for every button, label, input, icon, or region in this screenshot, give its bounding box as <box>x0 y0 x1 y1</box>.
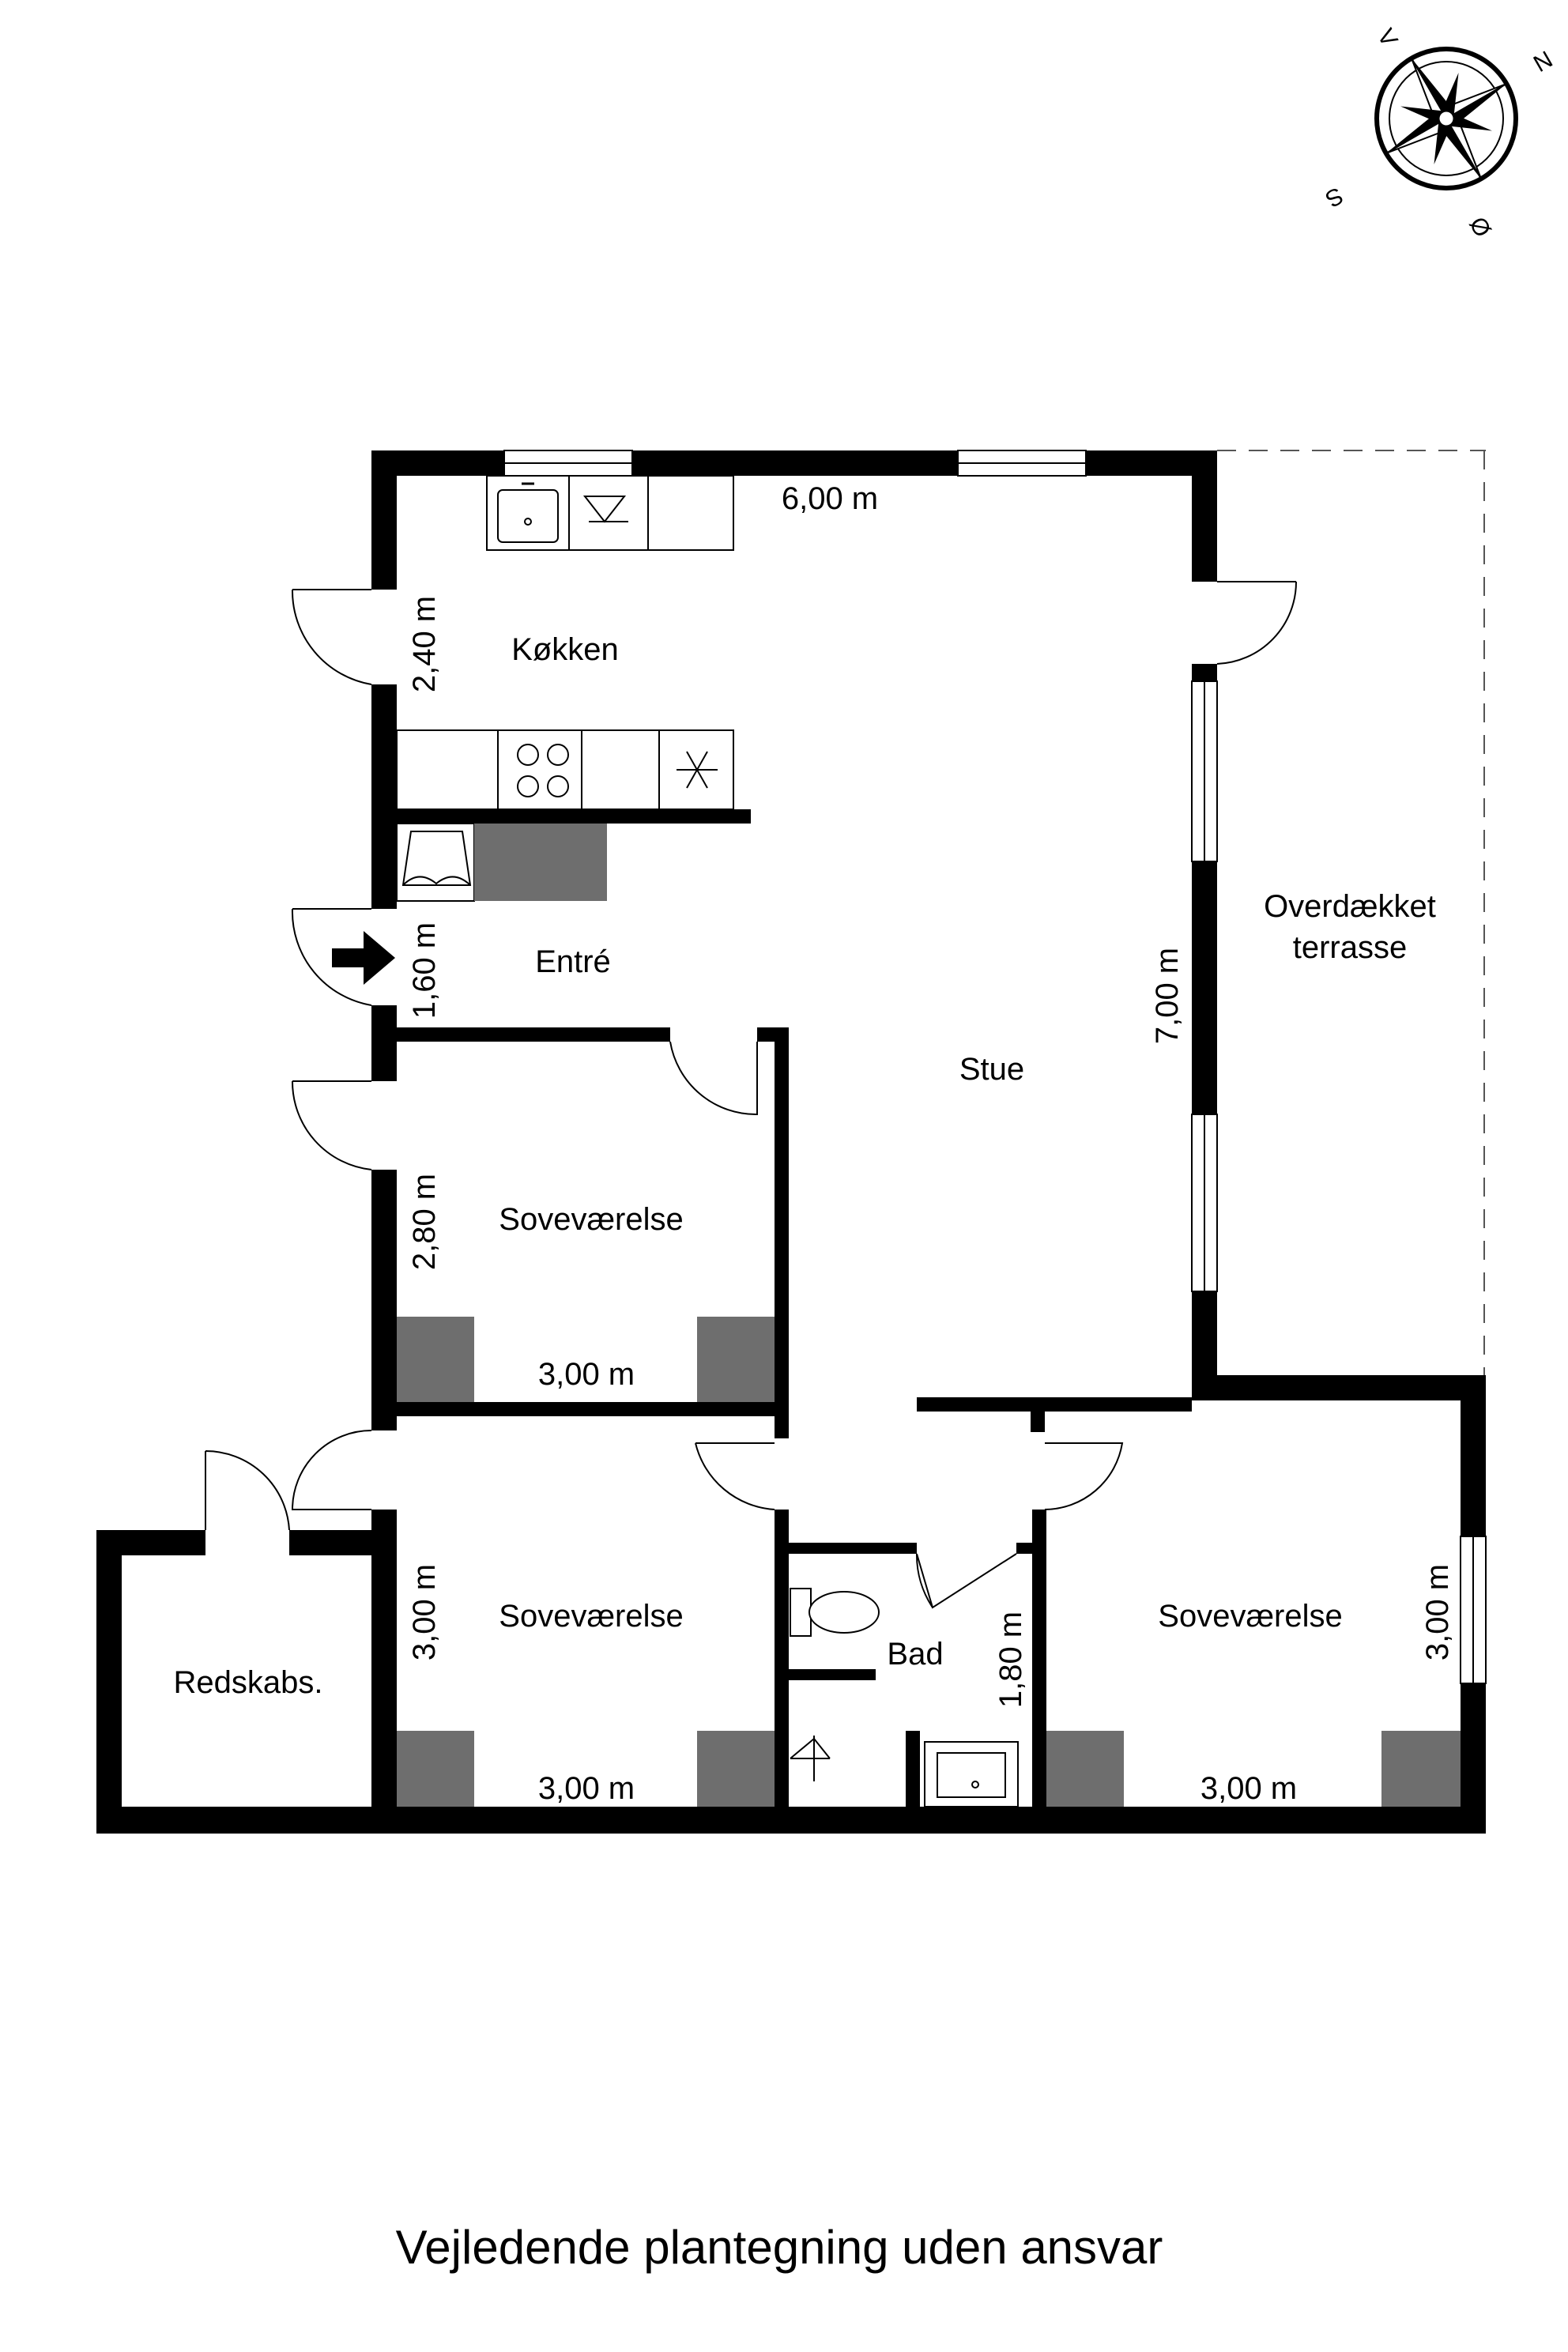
shower-icon <box>790 1736 831 1781</box>
dishwasher-icon <box>582 496 628 523</box>
dimension-bedroom2-width: 3,00 m <box>538 1771 635 1806</box>
bath-fixtures <box>790 1588 1019 1807</box>
room-label-bath: Bad <box>887 1637 943 1672</box>
sink-icon <box>497 482 559 543</box>
doors <box>205 581 1297 1609</box>
compass-south: S <box>1321 182 1348 213</box>
terrace-outline <box>1217 450 1486 1383</box>
room-label-terrace-1: Overdækket <box>1264 889 1436 924</box>
dimension-bedroom1-height: 2,80 m <box>407 1174 442 1270</box>
room-label-entry: Entré <box>535 944 611 979</box>
room-label-kitchen: Køkken <box>511 632 619 667</box>
compass-rose-icon <box>1374 47 1518 190</box>
dimension-bedroom3-width: 3,00 m <box>1200 1771 1297 1806</box>
dimension-bath-height: 1,80 m <box>993 1611 1028 1708</box>
entrance-arrow-icon <box>332 931 395 985</box>
room-label-bedroom-3: Soveværelse <box>1158 1599 1342 1634</box>
kitchen-fixtures <box>396 475 734 810</box>
room-label-shed: Redskabs. <box>174 1665 323 1700</box>
compass-north: N <box>1529 47 1557 77</box>
dimension-kitchen-height: 2,40 m <box>407 596 442 692</box>
stove-icon <box>517 744 569 797</box>
disclaimer-caption: Vejledende plantegning uden ansvar <box>396 2221 1163 2274</box>
room-label-living: Stue <box>959 1052 1024 1087</box>
room-label-terrace-2: terrasse <box>1293 930 1408 965</box>
dimension-bedroom1-width: 3,00 m <box>538 1357 635 1392</box>
room-label-bedroom-1: Soveværelse <box>499 1202 683 1237</box>
freezer-icon <box>677 751 718 789</box>
room-label-bedroom-2: Soveværelse <box>499 1599 683 1634</box>
compass-east: Ø <box>1465 212 1497 241</box>
windows <box>503 450 1487 1684</box>
dimension-bedroom3-height: 3,00 m <box>1420 1564 1455 1660</box>
compass-west: V <box>1372 24 1403 51</box>
entry-fixtures <box>332 823 607 985</box>
dimension-entry-height: 1,60 m <box>407 922 442 1019</box>
toilet-icon <box>790 1588 880 1637</box>
dimension-top-width: 6,00 m <box>782 481 878 516</box>
dimension-living-height: 7,00 m <box>1150 948 1185 1044</box>
dimension-bedroom2-height: 3,00 m <box>407 1564 442 1660</box>
washbasin-icon <box>924 1741 1019 1807</box>
wardrobes <box>397 1317 1461 1807</box>
walls <box>96 450 1486 1834</box>
